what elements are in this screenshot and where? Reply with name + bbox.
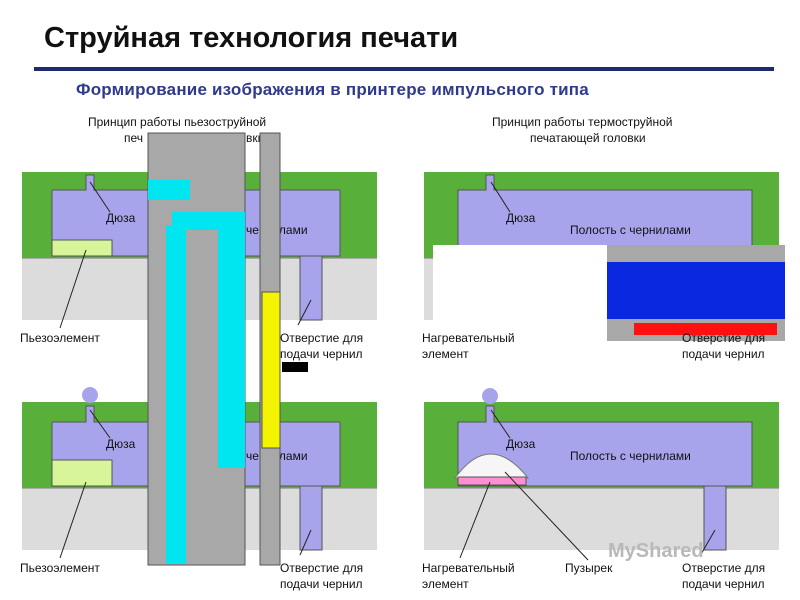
piezo-bottom-ink-droplet [82,387,98,403]
thermal-bottom-inlet-channel [703,485,727,551]
thermal-bottom-panel [424,388,779,561]
piezo-top-inlet-channel [299,255,323,321]
thermal-bottom-ink-cavity [457,405,753,487]
thermal-top-inlet-line2: подачи чернил [682,347,765,361]
thermal-bottom-inlet-line1: Отверстие для [682,561,765,575]
piezo-header-line1: Принцип работы пьезоструйной [88,115,266,129]
thermal-top-inlet-line1: Отверстие для [682,331,765,345]
thermal-top-white-cover [433,245,609,345]
page-subtitle: Формирование изображения в принтере импу… [76,80,589,99]
thermal-header-line1: Принцип работы термоструйной [492,115,673,129]
title-underline [34,67,774,71]
thermal-top-overlay-blue [607,262,785,319]
piezo-top-element-pointer [59,249,87,329]
piezo-bottom-inlet-channel [299,485,323,551]
piezo-bottom-element-label: Пьезоэлемент [20,561,100,575]
thermal-bottom-element-pointer [459,481,491,559]
overlay-cyan-left-strip [166,225,186,563]
thermal-bottom-nozzle-label: Дюза [506,437,536,451]
overlay-cyan-mid-band [172,212,245,230]
thermal-bottom-cavity-label: Полость с чернилами [570,449,691,463]
piezo-overlay-artifact [147,132,308,566]
thermal-top-nozzle-pointer [490,181,511,213]
thermal-top-element-line1: Нагревательный [422,331,515,345]
piezo-top-element-label: Пьезоэлемент [20,331,100,345]
piezo-top-inlet-line1: Отверстие для [280,331,363,345]
piezo-top-inlet-line2: подачи чернил [280,347,363,361]
thermal-bottom-inlet-pointer [699,529,716,557]
thermal-bottom-vapor-bubble [454,453,530,479]
thermal-top-ink-cavity [457,174,753,257]
overlay-black-bar [282,362,308,372]
piezo-top-nozzle-pointer [89,181,111,213]
piezo-top-nozzle-label: Дюза [106,211,136,225]
piezo-bottom-nozzle-pointer [89,409,111,439]
thermal-bottom-element-line1: Нагревательный [422,561,515,575]
page-title: Струйная технология печати [44,22,459,54]
thermal-top-panel [424,172,785,345]
thermal-top-cavity-label: Полость с чернилами [570,223,691,237]
overlay-cyan-top-band [148,180,190,200]
watermark: MyShared [608,540,704,562]
thermal-bottom-heater-element [457,476,527,486]
piezo-top-inlet-pointer [297,299,312,326]
thermal-bottom-inlet-line2: подачи чернил [682,577,765,591]
piezo-bottom-inlet-line2: подачи чернил [280,577,363,591]
thermal-header-line2: печатающей головки [530,131,646,145]
thermal-top-nozzle-label: Дюза [506,211,536,225]
piezo-top-piezo-element [51,239,113,257]
overlay-cyan-right-strip [218,228,245,468]
piezo-bottom-nozzle-label: Дюза [106,437,136,451]
thermal-bottom-ink-droplet [482,388,498,404]
thermal-bottom-nozzle-pointer [490,409,511,439]
piezo-bottom-element-pointer [59,481,87,559]
thermal-bottom-bubble-label: Пузырек [565,561,613,575]
piezo-bottom-piezo-element [51,459,113,487]
thermal-bottom-element-line2: элемент [422,577,469,591]
piezo-bottom-inlet-line1: Отверстие для [280,561,363,575]
piezo-header-line2: печ [124,131,143,145]
piezo-bottom-inlet-pointer [299,529,312,556]
thermal-top-overlay-red [634,323,777,335]
thermal-bottom-bubble-pointer [504,471,589,561]
overlay-yellow-bar [261,291,281,449]
thermal-top-element-line2: элемент [422,347,469,361]
